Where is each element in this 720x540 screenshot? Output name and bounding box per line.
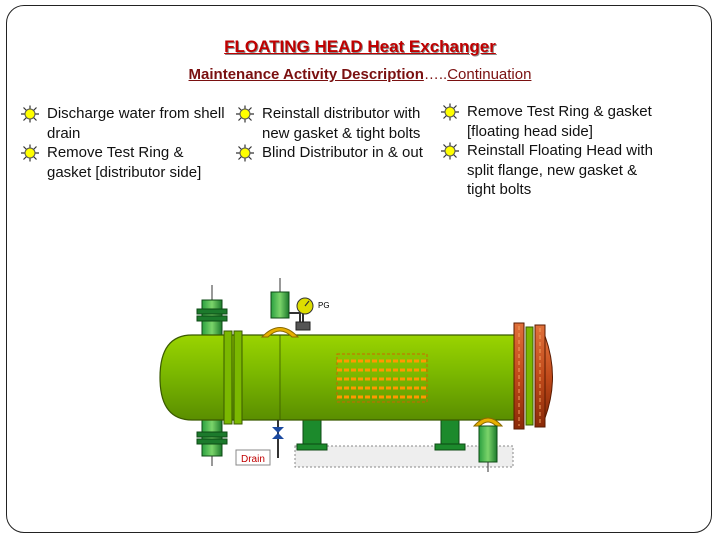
activity-item-text: Remove Test Ring & gasket [floating head… <box>467 103 652 140</box>
inlet-nozzle-top-left <box>196 285 228 337</box>
activity-column-1: Discharge water from shell drain Remove … <box>20 104 225 182</box>
channel-flange <box>223 330 243 425</box>
activity-item-text: Remove Test Ring & gasket [distributor s… <box>47 144 202 181</box>
drain-label: Drain <box>241 454 265 465</box>
activity-item: Reinstall distributor with new gasket & … <box>235 104 435 143</box>
slide-subtitle: Maintenance Activity Description…..Conti… <box>0 66 720 83</box>
outlet-nozzle-bottom-right <box>472 417 504 472</box>
pressure-gauge-icon <box>295 297 314 331</box>
activity-item: Remove Test Ring & gasket [floating head… <box>440 102 660 141</box>
shell-inlet-nozzle-top <box>260 278 301 338</box>
subtitle-dots: ….. <box>423 66 448 83</box>
floating-head-flange <box>513 322 546 430</box>
drain-valve-icon <box>272 420 284 458</box>
activity-item: Reinstall Floating Head with split flang… <box>440 141 660 200</box>
concrete-foundation <box>294 445 514 468</box>
pressure-gauge-label: PG <box>318 301 330 310</box>
drain-label-box: Drain <box>235 449 271 466</box>
activity-item: Blind Distributor in & out <box>235 143 435 163</box>
activity-item-text: Blind Distributor in & out <box>262 144 423 161</box>
activity-column-2: Reinstall distributor with new gasket & … <box>235 104 435 163</box>
activity-column-3: Remove Test Ring & gasket [floating head… <box>440 102 660 200</box>
activity-item: Discharge water from shell drain <box>20 104 225 143</box>
subtitle-main: Maintenance Activity Description <box>188 66 424 83</box>
activity-item-text: Discharge water from shell drain <box>47 105 225 142</box>
subtitle-continuation: Continuation <box>447 66 532 83</box>
outlet-nozzle-bottom-left <box>196 417 228 466</box>
tube-bundle <box>336 353 428 403</box>
activity-item: Remove Test Ring & gasket [distributor s… <box>20 143 225 182</box>
activity-item-text: Reinstall distributor with new gasket & … <box>262 105 421 142</box>
slide-frame <box>6 5 712 533</box>
slide-title: FLOATING HEAD Heat Exchanger <box>224 37 496 56</box>
floating-head-cover <box>544 335 553 419</box>
activity-item-text: Reinstall Floating Head with split flang… <box>467 142 653 198</box>
